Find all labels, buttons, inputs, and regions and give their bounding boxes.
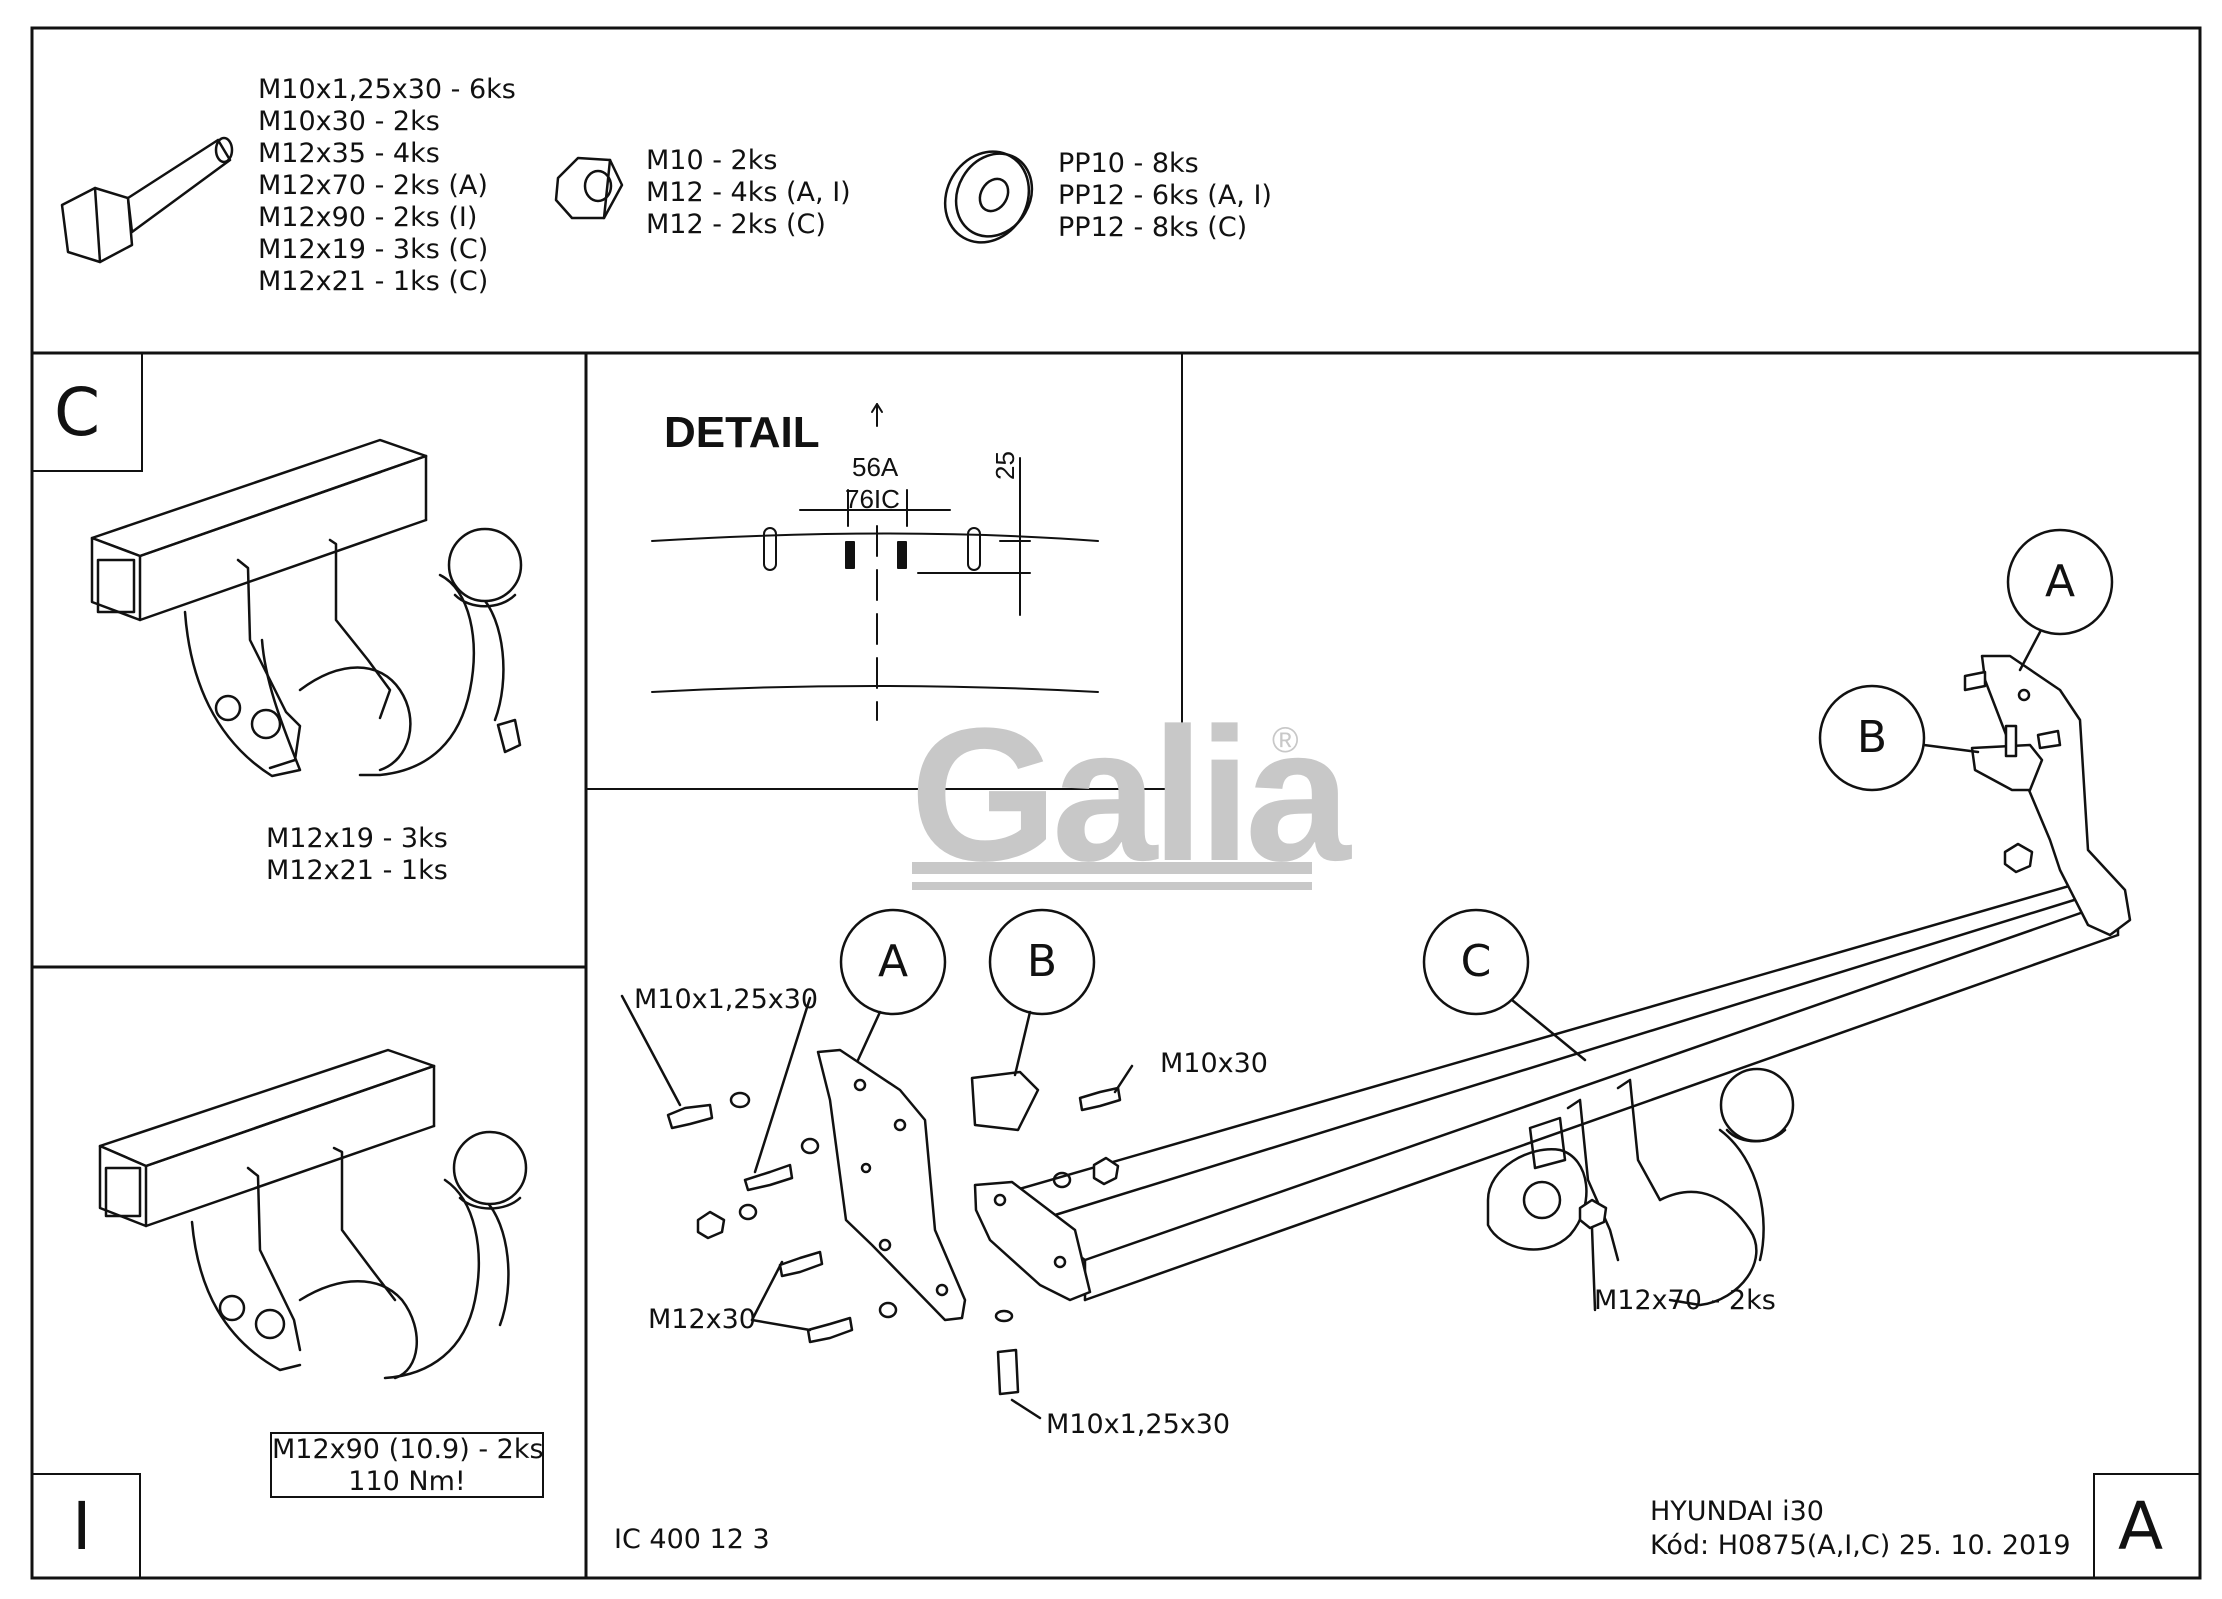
panel-i-towbar-drawing — [98, 1048, 528, 1380]
panel-c-bolt-item: M12x21 - 1ks — [266, 855, 448, 886]
label-m12x30: M12x30 — [648, 1304, 756, 1335]
panel-i-letter: I — [72, 1488, 92, 1565]
washer-icon — [943, 150, 1034, 244]
bolt-list-item: M12x90 - 2ks (I) — [258, 202, 478, 233]
callout-a-right: A — [2044, 556, 2076, 607]
label-m10-125x30-top: M10x1,25x30 — [634, 984, 819, 1015]
nut-list: M10 - 2ks M12 - 4ks (A, I) M12 - 2ks (C) — [646, 145, 851, 241]
washer-list: PP10 - 8ks PP12 - 6ks (A, I) PP12 - 8ks … — [1058, 148, 1272, 244]
bolt-list-item: M12x21 - 1ks (C) — [258, 266, 489, 297]
bolt-list-item: M12x19 - 3ks (C) — [258, 234, 489, 265]
galia-logo: Galia ® — [910, 689, 1358, 901]
svg-text:®: ® — [1272, 719, 1299, 760]
panel-c-towbar-drawing — [90, 438, 523, 778]
washer-list-item: PP10 - 8ks — [1058, 148, 1199, 179]
detail-section-drawing — [651, 403, 1099, 721]
bolt-list-item: M10x1,25x30 - 6ks — [258, 74, 516, 105]
bolt-list: M10x1,25x30 - 6ks M10x30 - 2ks M12x35 - … — [258, 74, 516, 298]
panel-c-letter: C — [54, 374, 101, 451]
bolt-list-item: M12x70 - 2ks (A) — [258, 170, 488, 201]
label-m10-125x30-bottom: M10x1,25x30 — [1046, 1409, 1231, 1440]
label-m12x70: M12x70 - 2ks — [1594, 1285, 1776, 1316]
title-block-model: HYUNDAI i30 — [1650, 1496, 1824, 1527]
callout-b-left: B — [1026, 936, 1058, 987]
bolt-list-item: M12x35 - 4ks — [258, 138, 440, 169]
detail-dim-ic: 76IC — [845, 484, 900, 514]
main-panel-letter: A — [2118, 1488, 2164, 1565]
panel-i-torque: 110 Nm! — [348, 1466, 466, 1497]
title-block-code: Kód: H0875(A,I,C) 25. 10. 2019 — [1650, 1530, 2071, 1561]
label-m10x30: M10x30 — [1160, 1048, 1268, 1079]
bolt-icon — [60, 136, 234, 264]
callout-a-left: A — [877, 936, 909, 987]
washer-list-item: PP12 - 8ks (C) — [1058, 212, 1248, 243]
panel-i-spec-box: M12x90 (10.9) - 2ks 110 Nm! — [270, 1432, 544, 1498]
main-assembly-drawing — [620, 528, 2132, 1420]
panel-i-bolt: M12x90 (10.9) - 2ks — [272, 1434, 544, 1465]
nut-list-item: M12 - 4ks (A, I) — [646, 177, 851, 208]
callout-b-right: B — [1856, 712, 1888, 763]
detail-dim-a: 56A — [852, 452, 899, 482]
detail-dim-height: 25 — [990, 451, 1020, 480]
detail-title: DETAIL — [664, 408, 820, 457]
callout-c: C — [1460, 936, 1492, 987]
nut-list-item: M12 - 2ks (C) — [646, 209, 826, 240]
panel-c-bolt-item: M12x19 - 3ks — [266, 823, 448, 854]
bolt-list-item: M10x30 - 2ks — [258, 106, 440, 137]
panel-c-bolt-list: M12x19 - 3ks M12x21 - 1ks — [266, 823, 448, 887]
drawing-number: IC 400 12 3 — [614, 1524, 770, 1555]
nut-icon — [554, 156, 624, 220]
nut-list-item: M10 - 2ks — [646, 145, 778, 176]
washer-list-item: PP12 - 6ks (A, I) — [1058, 180, 1272, 211]
